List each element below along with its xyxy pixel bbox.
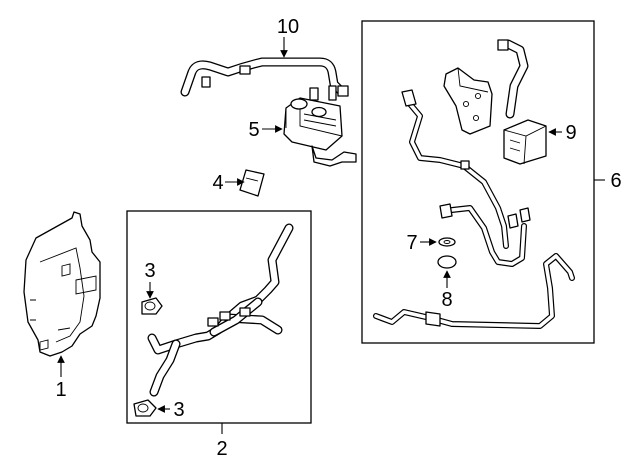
group-box-part-6 [361, 20, 595, 344]
callout-7: 7 [406, 232, 437, 254]
callout-1: 1 [55, 355, 67, 401]
callout-4-label: 4 [212, 172, 223, 194]
part-6-line-kit [373, 39, 575, 329]
callout-2: 2 [216, 423, 228, 460]
callout-5: 5 [248, 119, 283, 141]
callout-5-label: 5 [248, 119, 259, 141]
part-5-oil-cooler [283, 85, 357, 167]
callout-2-label: 2 [216, 438, 227, 460]
part-3-clamp-lower [133, 399, 157, 417]
callout-8-label: 8 [441, 289, 452, 311]
callout-3-upper: 3 [144, 260, 156, 299]
callout-3-lower-label: 3 [173, 399, 184, 421]
part-10-cooler-line [180, 57, 349, 97]
part-8-seal [437, 255, 457, 269]
part-7-o-ring [438, 237, 456, 247]
group-box-part-2 [126, 210, 312, 424]
callout-7-label: 7 [406, 232, 417, 254]
part-1-shield [23, 211, 101, 357]
callout-3-lower: 3 [157, 399, 185, 421]
callout-8: 8 [441, 270, 453, 311]
callout-6: 6 [594, 170, 622, 192]
callout-10: 10 [277, 16, 299, 58]
part-4-clip [239, 169, 265, 197]
callout-4: 4 [212, 172, 245, 194]
callout-10-label: 10 [277, 16, 299, 38]
callout-6-label: 6 [610, 170, 621, 192]
part-3-clamp-upper [141, 297, 163, 315]
part-2-hose-assembly [147, 223, 294, 397]
callout-9-label: 9 [565, 122, 576, 144]
callout-3-upper-label: 3 [144, 260, 155, 282]
callout-1-label: 1 [55, 379, 66, 401]
callout-9: 9 [548, 122, 577, 144]
part-9-block-connector [503, 119, 547, 165]
